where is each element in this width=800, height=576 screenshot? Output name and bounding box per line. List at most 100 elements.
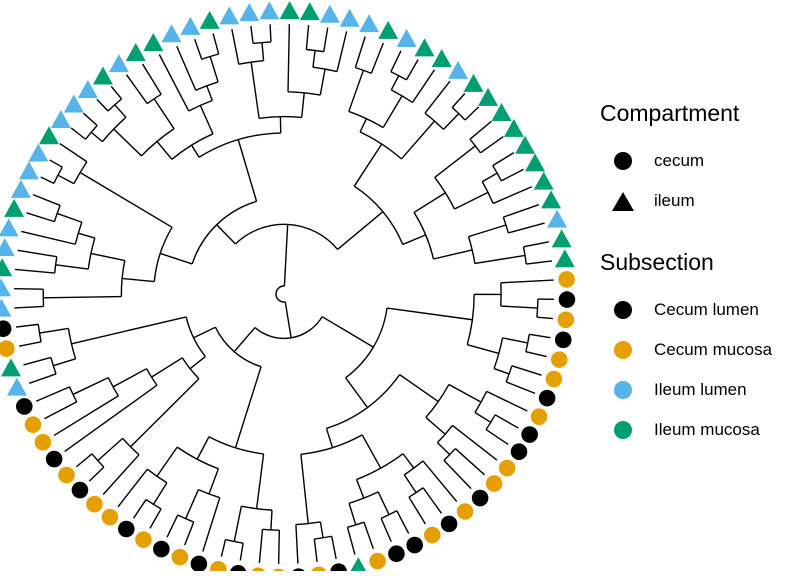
tip-circle: [558, 271, 575, 288]
branch-line: [40, 328, 69, 333]
branch-line: [357, 480, 364, 499]
tip-circle: [210, 561, 227, 571]
branch-line: [495, 415, 518, 428]
branch-arc: [74, 162, 87, 184]
branch-line: [97, 99, 108, 111]
branch-line: [157, 141, 172, 159]
tip-circle: [25, 416, 42, 433]
branch-arc: [493, 166, 502, 181]
branch-line: [493, 187, 532, 204]
branch-line: [177, 46, 196, 90]
branch-line: [435, 146, 476, 177]
branch-line: [115, 105, 126, 118]
branch-line: [346, 378, 368, 408]
branch-line: [362, 435, 380, 468]
tip-circle: [250, 568, 267, 571]
branch-line: [475, 255, 525, 263]
branch-line: [503, 338, 528, 343]
branch-line: [221, 540, 225, 557]
tip-triangle: [448, 61, 468, 79]
branch-line: [262, 43, 264, 61]
legend-label: Ileum lumen: [654, 380, 747, 400]
branch-line: [186, 490, 199, 519]
branch-arc: [147, 94, 161, 103]
tip-triangle: [340, 9, 360, 27]
branch-line: [452, 93, 465, 107]
branch-line: [409, 497, 425, 524]
tip-triangle: [219, 6, 239, 24]
branch-line: [259, 529, 262, 563]
legend-item-ileum: ileum: [600, 181, 800, 221]
branch-line: [19, 342, 41, 346]
branch-line: [391, 76, 398, 90]
branch-line: [449, 384, 481, 402]
branch-line: [143, 64, 162, 94]
branch-line: [455, 449, 484, 475]
branch-line: [15, 269, 55, 273]
branch-line: [326, 428, 332, 447]
branch-line: [383, 96, 402, 128]
branch-line: [270, 24, 271, 42]
branch-line: [452, 425, 496, 460]
branch-line: [444, 114, 459, 130]
branch-arc: [470, 139, 481, 153]
branch-line: [349, 503, 356, 525]
tip-circle: [86, 496, 103, 513]
tip-triangle: [555, 249, 575, 267]
branch-line: [14, 306, 43, 308]
tip-circle: [191, 556, 208, 571]
branch-line: [288, 24, 289, 92]
tip-triangle: [525, 153, 545, 171]
tip-circle: [16, 398, 33, 415]
tip-circle: [531, 408, 548, 425]
branch-line: [413, 70, 435, 103]
tip-triangle: [180, 17, 200, 35]
branch-arc: [178, 515, 194, 522]
tip-triangle: [143, 33, 163, 51]
branch-arc: [262, 529, 279, 530]
tip-circle: [35, 434, 52, 451]
legend-item-ileum-lumen: Ileum lumen: [600, 370, 800, 410]
branch-arc: [86, 125, 98, 139]
branch-line: [192, 145, 200, 157]
branch-line: [404, 475, 416, 493]
legend-title-compartment: Compartment: [600, 100, 800, 127]
branch-line: [285, 302, 291, 338]
branch-line: [475, 412, 491, 422]
branch-arc: [108, 99, 122, 111]
branch-line: [29, 374, 56, 383]
branch-line: [127, 75, 148, 104]
branch-line: [200, 105, 213, 133]
branch-arc: [391, 72, 407, 80]
branch-line: [324, 28, 328, 52]
branch-line: [57, 213, 82, 222]
branch-arc: [70, 387, 77, 402]
branch-line: [526, 352, 547, 357]
tip-circle: [102, 509, 119, 526]
triangle-marker-icon: [612, 192, 634, 211]
tip-circle: [46, 451, 63, 468]
tip-triangle: [547, 210, 567, 228]
branch-line: [467, 345, 499, 354]
branch-line: [481, 137, 504, 153]
branch-line: [348, 527, 355, 554]
tip-triangle: [93, 66, 113, 84]
branch-line: [41, 177, 54, 183]
branch-line: [210, 56, 218, 81]
tip-circle: [118, 521, 135, 538]
ileum-lumen-swatch-icon: [614, 381, 632, 399]
ileum-mucosa-swatch-icon: [614, 421, 632, 439]
branch-line: [113, 369, 146, 387]
branch-line: [537, 317, 553, 318]
branch-line: [501, 169, 523, 181]
branch-line: [80, 172, 172, 227]
tip-triangle: [0, 258, 12, 276]
tip-triangle: [11, 180, 31, 198]
legend-item-ileum-mucosa: Ileum mucosa: [600, 410, 800, 450]
tip-circle: [172, 549, 189, 566]
tip-triangle: [4, 199, 24, 217]
branch-line: [486, 430, 508, 445]
branch-line: [257, 454, 264, 509]
tip-triangle: [300, 2, 320, 20]
branch-line: [234, 328, 255, 352]
